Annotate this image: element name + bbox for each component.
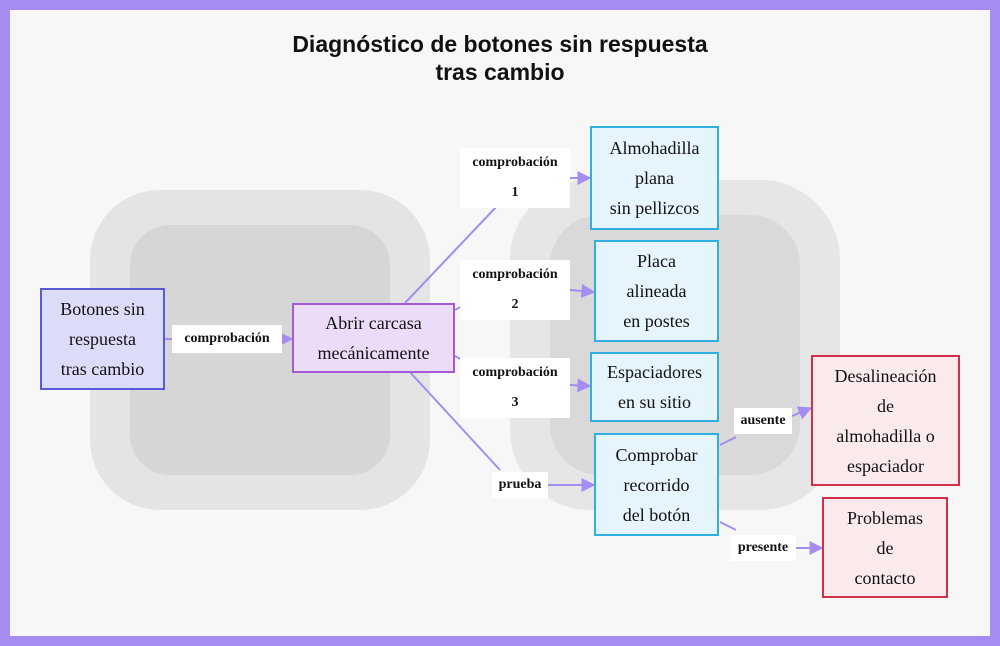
edge-label-travel-misalign: ausente	[734, 408, 792, 434]
edge-label-line: ausente	[740, 413, 786, 428]
edge-open-travel	[407, 369, 594, 485]
node-line: recorrido	[623, 474, 690, 495]
node-line: de	[876, 537, 894, 558]
edge-travel-contact	[719, 521, 822, 548]
node-line: Espaciadores	[607, 362, 702, 382]
node-line: plana	[635, 168, 674, 188]
diagram-title: Diagnóstico de botones sin respuesta tra…	[0, 30, 1000, 86]
node-line: de	[877, 395, 894, 416]
edge-label-line: 2	[511, 297, 519, 312]
node-line: mecánicamente	[317, 343, 430, 363]
edge-label-line: comprobación	[472, 267, 558, 282]
node-line: Almohadilla	[609, 138, 700, 158]
edge-label-open-travel: prueba	[492, 472, 548, 498]
node-line: respuesta	[69, 329, 136, 349]
node-line: Comprobar	[615, 444, 698, 465]
node-line: del botón	[622, 504, 691, 525]
node-almohadilla-plana: Almohadilla plana sin pellizcos	[590, 126, 719, 230]
node-line: alineada	[626, 281, 687, 301]
edge-label-line: prueba	[498, 477, 542, 492]
diagram-canvas	[10, 10, 990, 636]
edge-open-pad	[404, 178, 590, 304]
node-line: Problemas	[847, 507, 923, 528]
node-line: tras cambio	[60, 359, 145, 379]
node-line: Botones sin	[60, 299, 145, 319]
edge-label-line: 3	[511, 395, 519, 410]
edge-label-open-plate: comprobación 2	[460, 260, 570, 320]
edge-label-line: presente	[737, 540, 789, 555]
node-line: almohadilla o	[836, 425, 935, 446]
node-line: en postes	[623, 311, 690, 331]
node-comprobar-recorrido: Comprobar recorrido del botón	[594, 433, 719, 536]
edge-label-line: comprobación	[472, 365, 558, 380]
node-line: Desalineación	[834, 365, 937, 386]
edge-label-line: comprobación	[472, 155, 558, 170]
title-line: tras cambio	[435, 59, 565, 85]
edge-label-travel-contact: presente	[730, 535, 796, 561]
node-espaciadores: Espaciadores en su sitio	[590, 352, 719, 422]
edge-label-line: 1	[511, 185, 519, 200]
node-placa-alineada: Placa alineada en postes	[594, 240, 719, 342]
node-desalineacion: Desalineación de almohadilla o espaciado…	[811, 355, 960, 486]
edge-label-start-open: comprobación	[172, 325, 282, 353]
node-line: en su sitio	[617, 392, 691, 412]
edge-label-open-pad: comprobación 1	[460, 148, 570, 208]
node-line: espaciador	[847, 455, 924, 476]
node-abrir-carcasa: Abrir carcasa mecánicamente	[292, 303, 455, 373]
node-line: Placa	[637, 251, 676, 271]
edge-label-open-spacers: comprobación 3	[460, 358, 570, 418]
node-problemas-contacto: Problemas de contacto	[822, 497, 948, 598]
title-line: Diagnóstico de botones sin respuesta	[292, 31, 708, 57]
node-line: contacto	[854, 567, 916, 588]
node-line: Abrir carcasa	[325, 313, 422, 333]
node-botones-sin-respuesta: Botones sin respuesta tras cambio	[40, 288, 165, 390]
node-line: sin pellizcos	[609, 198, 700, 218]
edge-travel-misalign	[719, 408, 811, 446]
edge-label-line: comprobación	[184, 331, 270, 346]
